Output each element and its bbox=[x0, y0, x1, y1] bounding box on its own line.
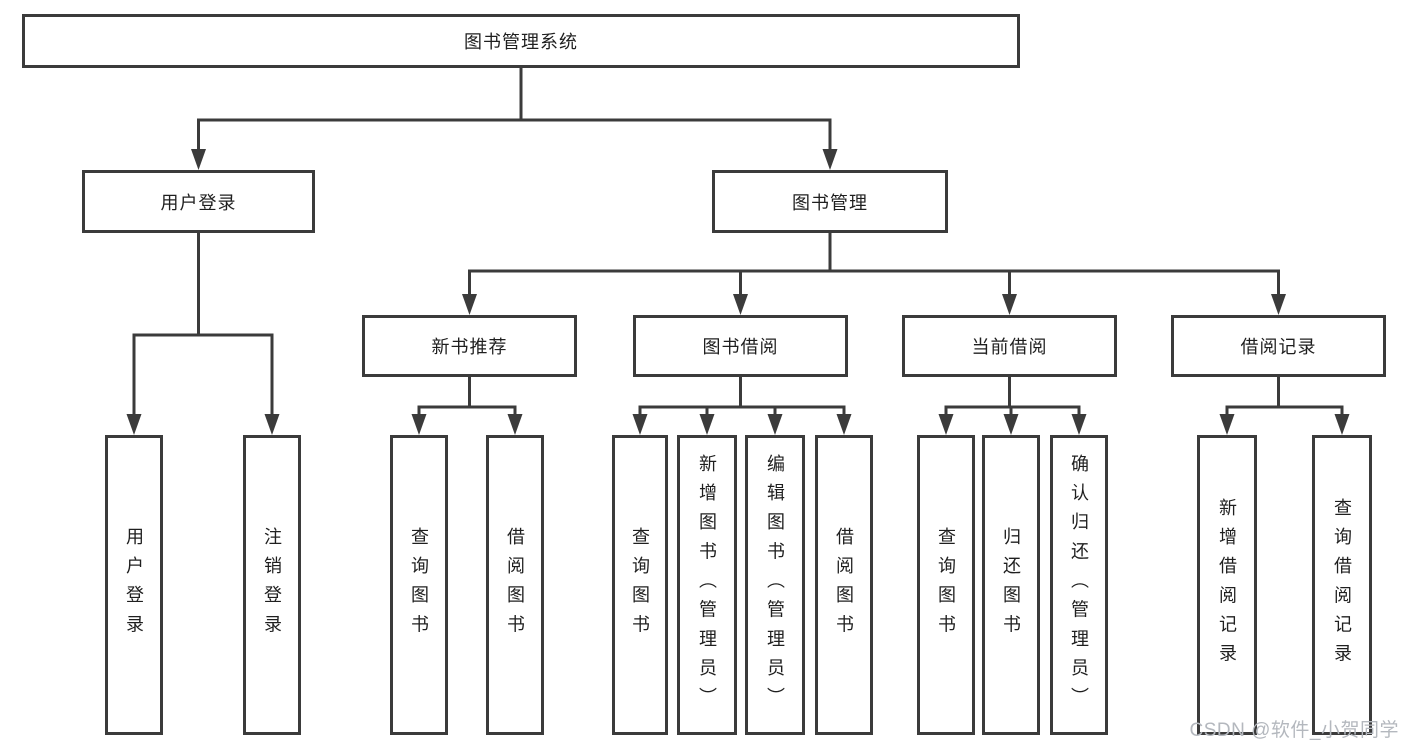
node-book-borrow: 图书借阅 bbox=[633, 315, 848, 377]
leaf-query-books-1: 查询图书 bbox=[390, 435, 448, 735]
node-label: 借阅图书 bbox=[834, 526, 854, 644]
node-label: 借阅图书 bbox=[505, 526, 525, 644]
node-borrow-records: 借阅记录 bbox=[1171, 315, 1386, 377]
node-library-management-system: 图书管理系统 bbox=[22, 14, 1020, 68]
leaf-query-books-2: 查询图书 bbox=[612, 435, 668, 735]
leaf-query-borrow-record: 查询借阅记录 bbox=[1312, 435, 1372, 735]
node-user-login: 用户登录 bbox=[82, 170, 315, 233]
node-label: 图书管理系统 bbox=[464, 32, 578, 52]
node-label: 图书管理 bbox=[792, 192, 868, 213]
node-current-borrow: 当前借阅 bbox=[902, 315, 1117, 377]
node-label: 新书推荐 bbox=[431, 337, 508, 357]
node-label: 查询图书 bbox=[630, 526, 650, 644]
csdn-watermark: CSDN @软件_小贺同学 bbox=[1189, 720, 1399, 741]
node-label: 用户登录 bbox=[124, 526, 144, 644]
leaf-borrow-books-1: 借阅图书 bbox=[486, 435, 544, 735]
node-label: 编辑图书（管理员） bbox=[765, 453, 785, 717]
leaf-query-books-3: 查询图书 bbox=[917, 435, 975, 735]
node-label: 用户登录 bbox=[160, 192, 237, 213]
node-label: 查询图书 bbox=[936, 526, 956, 644]
leaf-add-borrow-record: 新增借阅记录 bbox=[1197, 435, 1257, 735]
node-label: 借阅记录 bbox=[1240, 337, 1317, 357]
leaf-add-books-admin: 新增图书（管理员） bbox=[677, 435, 737, 735]
node-label: 确认归还（管理员） bbox=[1069, 453, 1089, 717]
node-new-book-recommend: 新书推荐 bbox=[362, 315, 577, 377]
node-label: 图书借阅 bbox=[702, 337, 779, 357]
leaf-edit-books-admin: 编辑图书（管理员） bbox=[745, 435, 805, 735]
node-book-management: 图书管理 bbox=[712, 170, 948, 233]
node-label: 新增借阅记录 bbox=[1217, 497, 1237, 673]
leaf-return-books: 归还图书 bbox=[982, 435, 1040, 735]
node-label: 新增图书（管理员） bbox=[697, 453, 717, 717]
node-label: 归还图书 bbox=[1001, 526, 1021, 644]
node-label: 当前借阅 bbox=[971, 337, 1048, 357]
leaf-user-login: 用户登录 bbox=[105, 435, 163, 735]
leaf-confirm-return-admin: 确认归还（管理员） bbox=[1050, 435, 1108, 735]
leaf-borrow-books-2: 借阅图书 bbox=[815, 435, 873, 735]
node-label: 查询借阅记录 bbox=[1332, 497, 1352, 673]
leaf-logout: 注销登录 bbox=[243, 435, 301, 735]
node-label: 查询图书 bbox=[409, 526, 429, 644]
node-label: 注销登录 bbox=[262, 526, 282, 644]
